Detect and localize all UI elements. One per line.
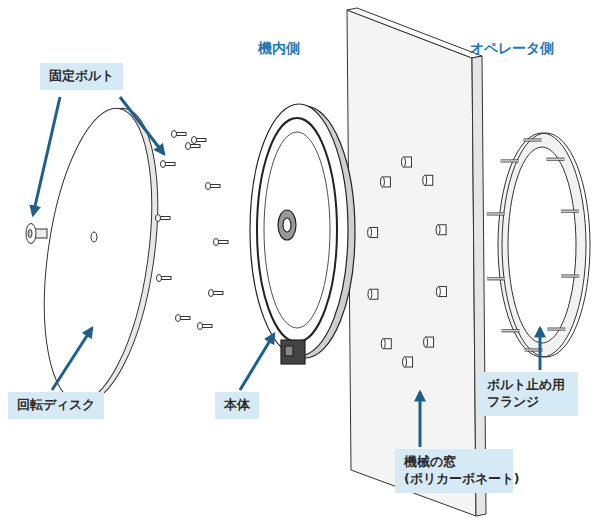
side-label: 機内側 [258, 40, 300, 58]
bolt-repeats [156, 131, 580, 367]
window-plate [347, 8, 486, 516]
bolt-flange [498, 133, 590, 357]
callout-label: ボルト止め用 フランジ [487, 377, 569, 411]
callout-box: 機械の窓 (ポリカーボネート) [395, 449, 513, 493]
callout-label: 固定ボルト [49, 68, 114, 85]
callout-box: ボルト止め用 フランジ [478, 372, 578, 416]
callout-box: 固定ボルト [40, 63, 123, 90]
callout-box: 本体 [215, 392, 259, 419]
callout-box: 回転ディスク [8, 392, 104, 419]
callout-label: 回転ディスク [17, 397, 95, 414]
leader-lines [33, 97, 540, 447]
callout-label: 本体 [224, 397, 250, 414]
main-body [250, 104, 355, 364]
callout-label: 機械の窓 (ポリカーボネート) [404, 454, 504, 488]
side-label: オペレータ側 [470, 40, 554, 58]
fixing-bolt [26, 224, 47, 244]
